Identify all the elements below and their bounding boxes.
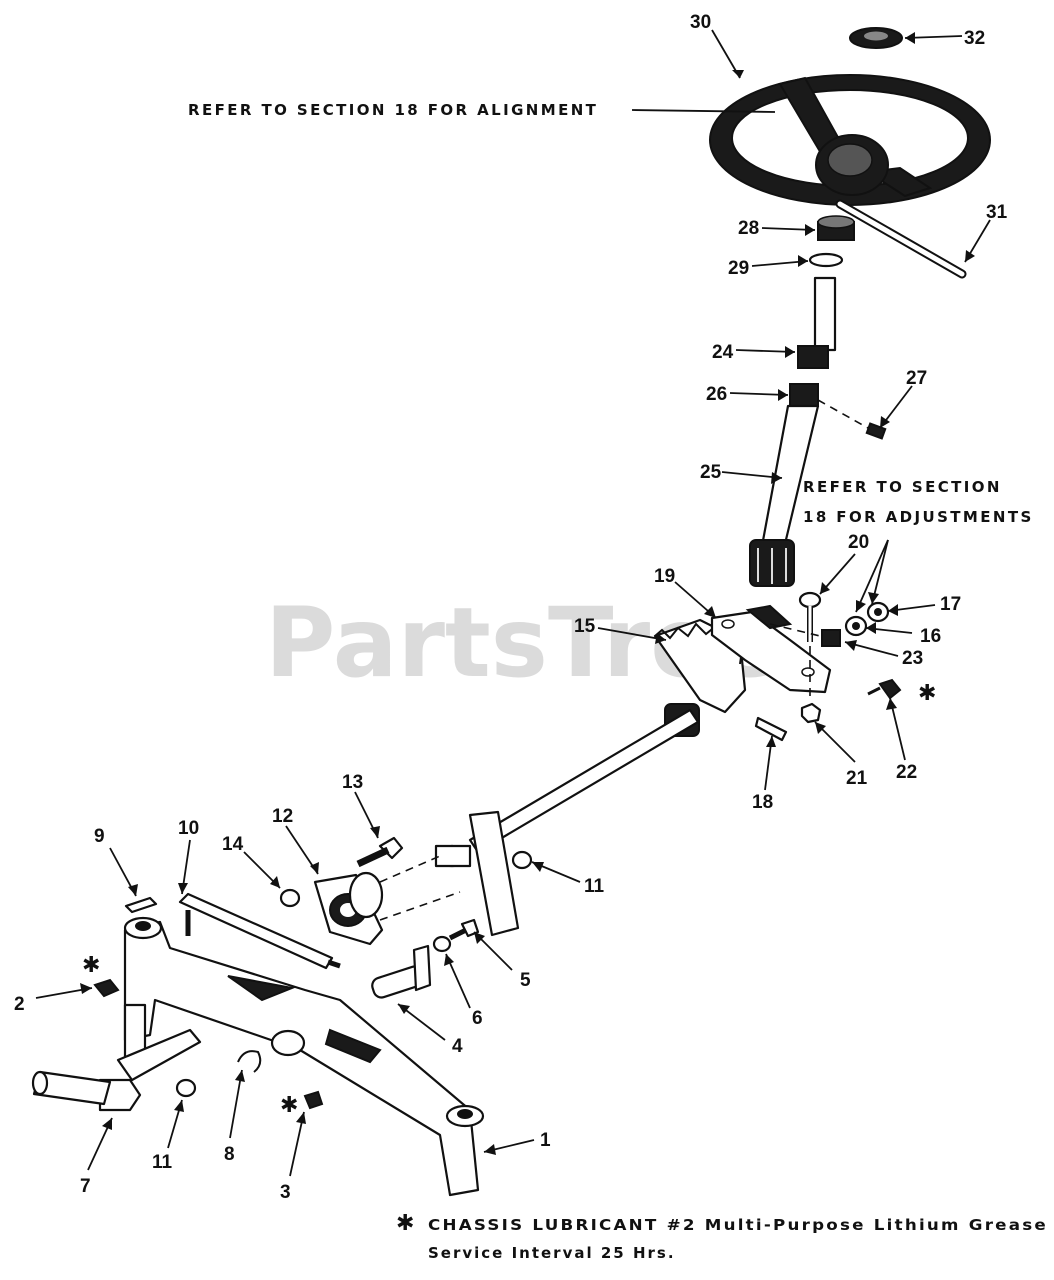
callout-5: 5 bbox=[520, 970, 531, 991]
callout-10: 10 bbox=[178, 818, 199, 839]
hex-nut-right[interactable] bbox=[511, 850, 533, 870]
callout-17: 17 bbox=[940, 594, 961, 615]
spindle[interactable] bbox=[31, 1003, 202, 1112]
retaining-ring[interactable] bbox=[237, 1050, 262, 1073]
grease-fitting-left[interactable] bbox=[93, 978, 120, 998]
callout-21: 21 bbox=[846, 768, 868, 789]
callout-labels: 1 2 3 4 5 6 7 8 9 10 11 11 12 13 14 15 1… bbox=[14, 12, 1008, 1203]
callout-28: 28 bbox=[738, 218, 759, 239]
callout-19: 19 bbox=[654, 566, 675, 587]
callout-30: 30 bbox=[690, 12, 711, 33]
callout-15: 15 bbox=[574, 616, 596, 637]
front-axle[interactable] bbox=[123, 916, 485, 1197]
callout-22: 22 bbox=[896, 762, 917, 783]
hex-nut[interactable] bbox=[800, 702, 822, 724]
lube-symbol-axle: ✱ bbox=[280, 1093, 298, 1118]
flange-bearing[interactable] bbox=[313, 871, 384, 946]
alignment-note: REFER TO SECTION 18 FOR ALIGNMENT bbox=[188, 101, 598, 119]
cotter-pin[interactable] bbox=[754, 716, 788, 742]
callout-16: 16 bbox=[920, 626, 941, 647]
cotter-pin-spindle[interactable] bbox=[124, 896, 158, 914]
leader-lines bbox=[35, 29, 991, 1177]
callout-3: 3 bbox=[280, 1182, 291, 1203]
grease-fitting-axle[interactable] bbox=[303, 1090, 324, 1110]
callout-13: 13 bbox=[342, 772, 363, 793]
callout-23: 23 bbox=[902, 648, 923, 669]
callout-32: 32 bbox=[964, 28, 985, 49]
footer-lube-symbol: ✱ bbox=[396, 1211, 414, 1236]
carriage-bolt[interactable] bbox=[798, 591, 822, 642]
mounting-plate[interactable] bbox=[434, 810, 520, 937]
callout-2: 2 bbox=[14, 994, 25, 1015]
tie-rod[interactable] bbox=[178, 892, 341, 970]
set-screw[interactable] bbox=[865, 422, 887, 440]
callout-25: 25 bbox=[700, 462, 722, 483]
steering-bracket[interactable] bbox=[710, 604, 832, 694]
steering-wheel[interactable] bbox=[709, 74, 991, 206]
callout-4: 4 bbox=[452, 1036, 463, 1057]
grease-fitting-bracket[interactable] bbox=[867, 678, 902, 700]
callout-9: 9 bbox=[94, 826, 105, 847]
callout-7: 7 bbox=[80, 1176, 91, 1197]
callout-24: 24 bbox=[712, 342, 734, 363]
callout-31: 31 bbox=[986, 202, 1008, 223]
callout-11-lower: 11 bbox=[152, 1152, 173, 1173]
adjustments-note-line2: 18 FOR ADJUSTMENTS bbox=[803, 508, 1034, 526]
callout-12: 12 bbox=[272, 806, 293, 827]
pin-bracket[interactable] bbox=[412, 944, 432, 992]
callout-20: 20 bbox=[848, 532, 869, 553]
footer-line1: CHASSIS LUBRICANT #2 Multi-Purpose Lithi… bbox=[428, 1216, 1048, 1234]
callout-8: 8 bbox=[224, 1144, 235, 1165]
hex-bolt[interactable] bbox=[356, 836, 404, 868]
callout-27: 27 bbox=[906, 368, 927, 389]
callout-26: 26 bbox=[706, 384, 727, 405]
callout-6: 6 bbox=[472, 1008, 483, 1029]
lube-symbol-left: ✱ bbox=[82, 953, 100, 978]
callout-18: 18 bbox=[752, 792, 773, 813]
lock-washer[interactable] bbox=[432, 935, 452, 953]
hex-nut-left[interactable] bbox=[279, 888, 301, 908]
steering-shaft[interactable] bbox=[749, 276, 837, 587]
washer-top[interactable] bbox=[808, 252, 844, 268]
roll-pin[interactable] bbox=[835, 199, 967, 279]
callout-1: 1 bbox=[540, 1130, 551, 1151]
callout-11-upper: 11 bbox=[584, 876, 605, 897]
footer-line2: Service Interval 25 Hrs. bbox=[428, 1244, 676, 1262]
cap-screw[interactable] bbox=[448, 918, 480, 941]
spacer[interactable] bbox=[821, 629, 841, 647]
adjustments-note-line1: REFER TO SECTION bbox=[803, 478, 1002, 496]
hex-nut-lower[interactable] bbox=[175, 1078, 197, 1098]
steering-wheel-cap[interactable] bbox=[849, 27, 903, 49]
drag-link-shaft[interactable] bbox=[468, 708, 700, 854]
bushing[interactable] bbox=[817, 215, 855, 241]
lube-symbol: ✱ bbox=[918, 681, 936, 706]
callout-14: 14 bbox=[222, 834, 244, 855]
callout-29: 29 bbox=[728, 258, 749, 279]
